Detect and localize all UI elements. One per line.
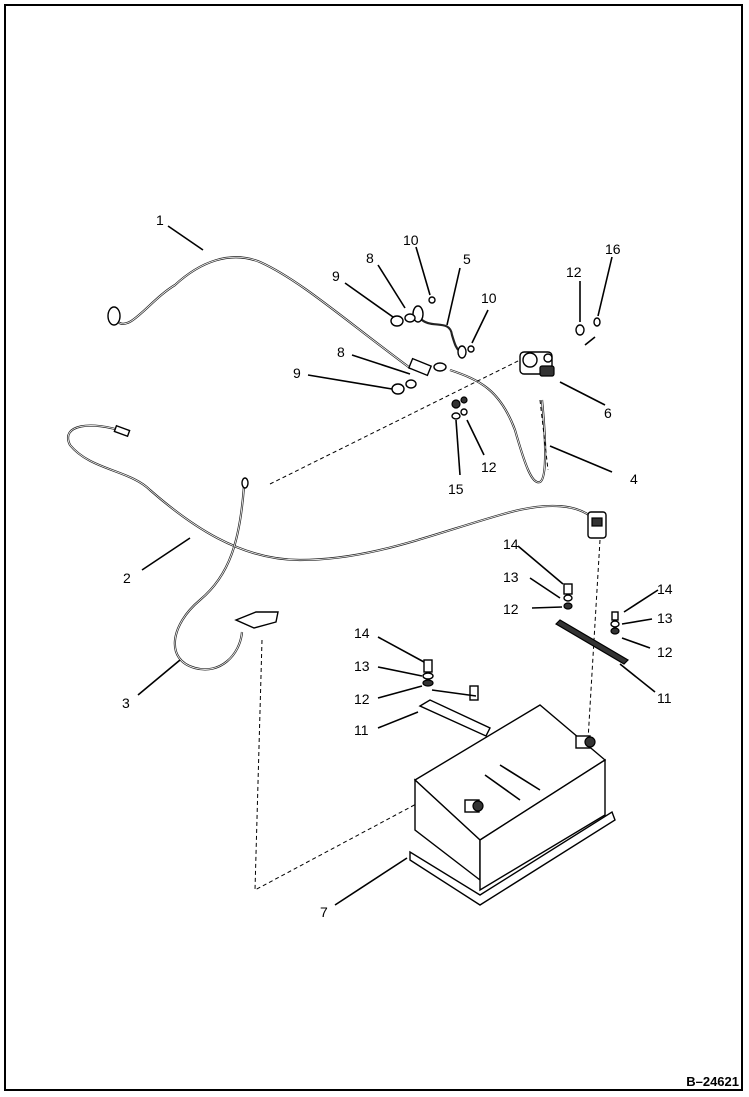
bolt-stack-center [563,583,573,610]
cable-4 [433,362,547,484]
callout-14-left: 14 [354,625,370,641]
callout-3: 3 [122,695,130,711]
diagram-frame [4,4,743,1091]
callout-14-right: 14 [657,581,673,597]
callout-11-left: 11 [354,722,369,738]
callout-8-lower: 8 [337,344,345,360]
bolt-stack-left [422,659,434,687]
ring-terminal-icon [107,306,121,326]
bolt-stack-right [610,611,620,635]
callout-12-right: 12 [657,644,673,660]
callout-13-left: 13 [354,658,370,674]
callout-8-upper: 8 [366,250,374,266]
callout-9-lower: 9 [293,365,301,381]
callout-11-right: 11 [657,690,672,706]
cable-5 [412,305,467,359]
callout-13-right: 13 [657,610,673,626]
hold-down-bar-right [555,619,629,665]
cable-1 [107,256,433,377]
callout-4: 4 [630,471,638,487]
callout-2: 2 [123,570,131,586]
callout-10-upper: 10 [403,232,419,248]
callout-7: 7 [320,904,328,920]
fastener-group-top-right [575,317,601,346]
cable-2 [67,424,607,562]
leader-lines [137,225,659,906]
callouts: 1 2 3 4 5 6 7 8 8 9 9 10 10 11 11 12 12 … [122,212,673,920]
washers-and-nuts [390,296,475,420]
callout-14-center: 14 [503,536,519,552]
battery-icon [409,704,616,906]
callout-6: 6 [604,405,612,421]
callout-10-lower: 10 [481,290,497,306]
callout-1: 1 [156,212,164,228]
callout-5: 5 [463,251,471,267]
solenoid-icon [519,351,555,377]
callout-12-top: 12 [566,264,582,280]
figure-reference-number: B–24621 [686,1074,739,1089]
callout-13-center: 13 [503,569,519,585]
cable-3 [173,477,279,671]
callout-15: 15 [448,481,464,497]
callout-9-upper: 9 [332,268,340,284]
callout-12-left: 12 [354,691,370,707]
callout-16: 16 [605,241,621,257]
callout-12-center: 12 [503,601,519,617]
callout-12-mid: 12 [481,459,497,475]
hold-down-bar-left [418,685,491,737]
